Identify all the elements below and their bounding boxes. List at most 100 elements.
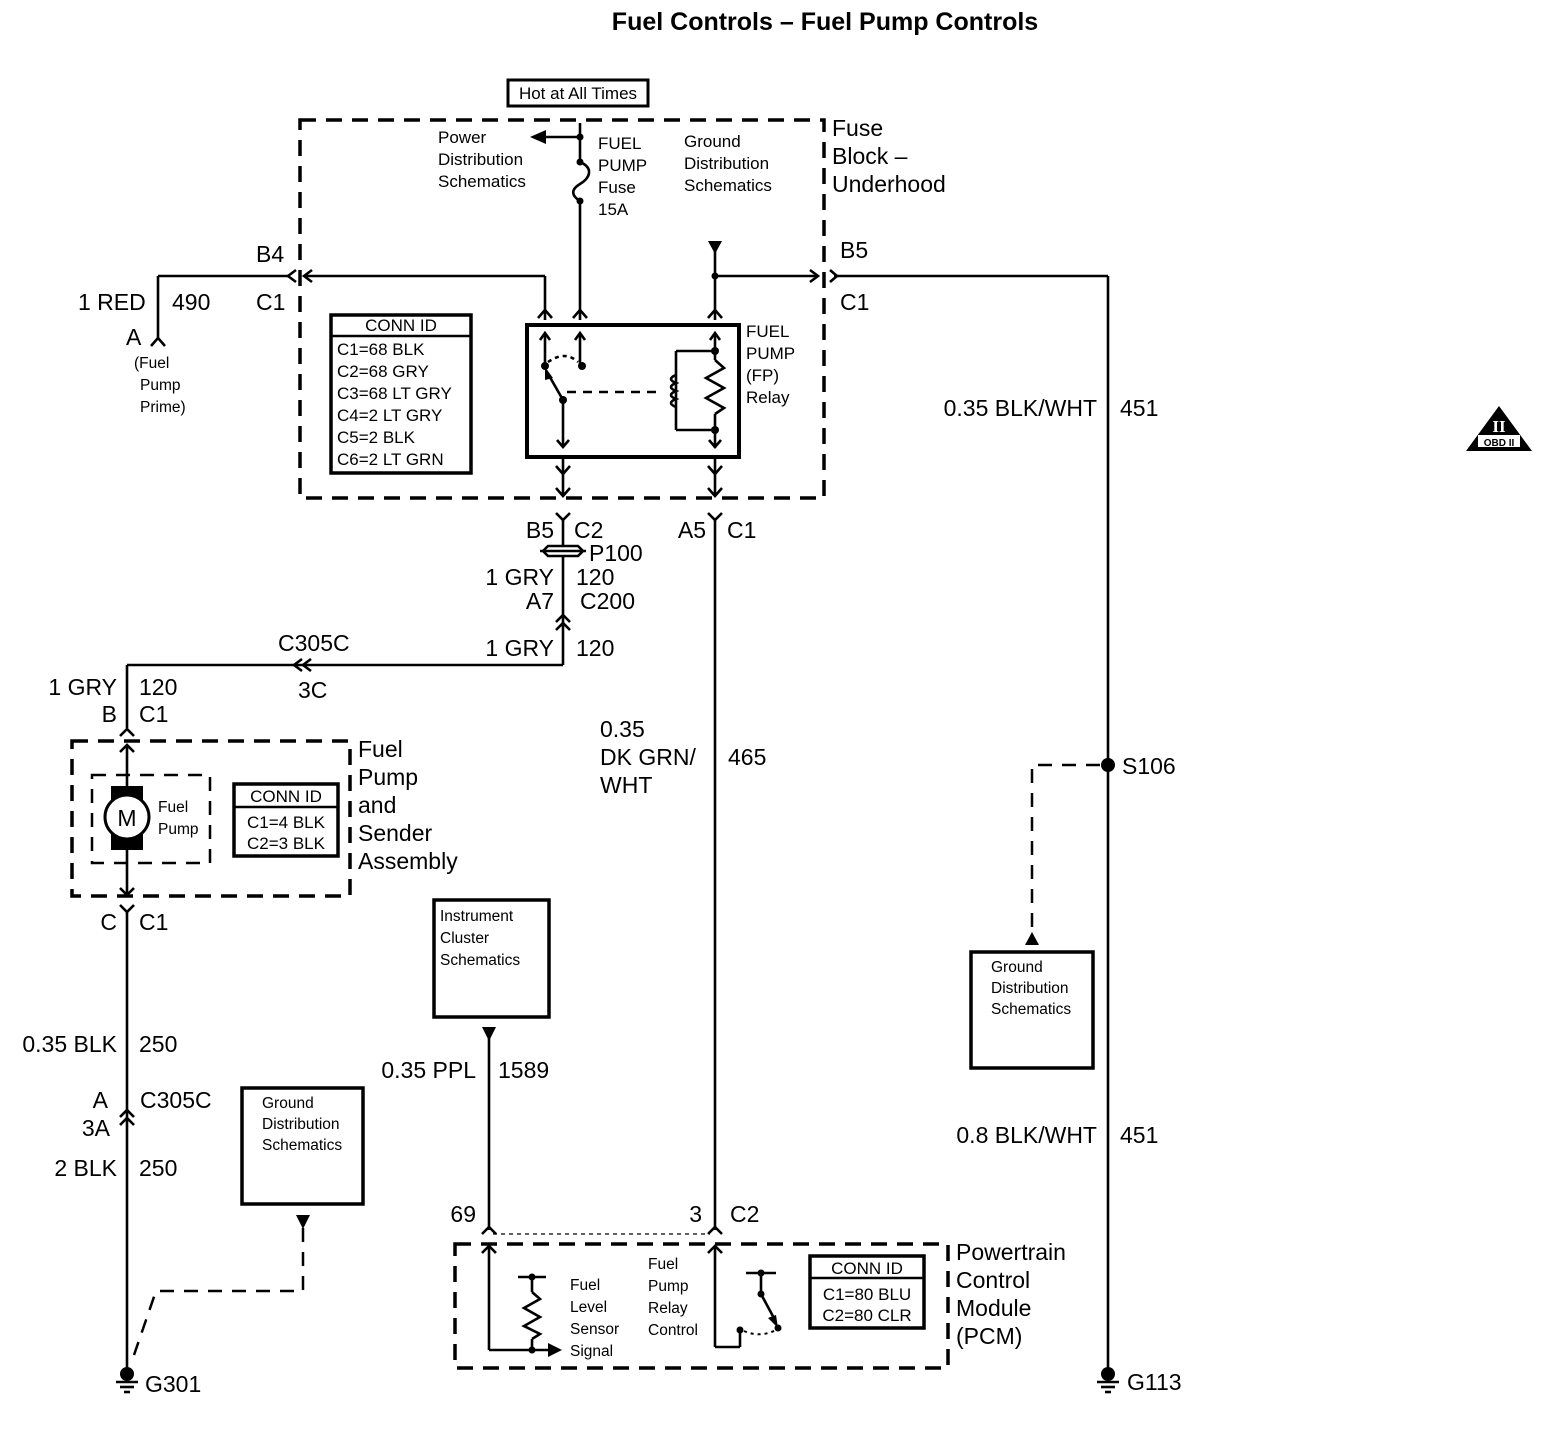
svg-text:Pump: Pump bbox=[648, 1278, 689, 1295]
relay-ctrl-conn-c1: C1 bbox=[727, 517, 756, 543]
svg-text:Block –: Block – bbox=[832, 143, 908, 169]
svg-text:(FP): (FP) bbox=[746, 366, 779, 385]
svg-text:Sensor: Sensor bbox=[570, 1321, 619, 1338]
ground-wire-upper: 0.35 BLK/WHT bbox=[944, 395, 1097, 421]
svg-text:C1=4 BLK: C1=4 BLK bbox=[247, 813, 326, 832]
instrument-cluster-ref[interactable]: Instrument Cluster Schematics bbox=[432, 898, 551, 1019]
level-signal-circuit: 1589 bbox=[498, 1057, 549, 1083]
fuse-block-name: Fuse Block – Underhood bbox=[832, 115, 946, 197]
fuel-pump-motor-icon: M bbox=[103, 786, 151, 850]
svg-text:CONN ID: CONN ID bbox=[250, 787, 322, 806]
svg-text:Ground: Ground bbox=[262, 1095, 314, 1112]
svg-text:Schematics: Schematics bbox=[991, 1001, 1071, 1018]
svg-text:Sender: Sender bbox=[358, 820, 433, 846]
svg-text:Schematics: Schematics bbox=[262, 1137, 342, 1154]
pump-conn-c1-lower: C1 bbox=[139, 909, 168, 935]
relay-ctrl-wire: 0.35 DK GRN/ WHT bbox=[600, 716, 696, 798]
relay-ctrl-pin-a5: A5 bbox=[678, 517, 706, 543]
pcm-conn-id-table: CONN ID C1=80 BLU C2=80 CLR bbox=[808, 1254, 926, 1330]
pump-assembly-name: Fuel Pump and Sender Assembly bbox=[358, 736, 458, 874]
svg-text:Control: Control bbox=[956, 1267, 1030, 1293]
ground-ref-arrow-icon bbox=[1025, 932, 1039, 945]
pcm-pin-69: 69 bbox=[450, 1201, 476, 1227]
svg-text:Distribution: Distribution bbox=[684, 154, 769, 173]
fuse-block-boundary bbox=[298, 118, 826, 500]
power-distribution-ref[interactable]: Power Distribution Schematics bbox=[438, 128, 526, 191]
svg-text:(PCM): (PCM) bbox=[956, 1323, 1022, 1349]
pump-assembly-boundary bbox=[70, 739, 352, 898]
svg-text:C4=2 LT GRY: C4=2 LT GRY bbox=[337, 406, 442, 425]
ground-g113-icon bbox=[1097, 1367, 1119, 1394]
feed-pin-a7: A7 bbox=[526, 588, 554, 614]
pcm-pin-3: 3 bbox=[689, 1201, 702, 1227]
svg-text:WHT: WHT bbox=[600, 772, 652, 798]
relay-control-label: Fuel Pump Relay Control bbox=[648, 1256, 698, 1339]
fuel-pump-label: Fuel Pump bbox=[158, 799, 199, 838]
fuel-pump-prime-label: (Fuel Pump Prime) bbox=[134, 355, 186, 416]
svg-text:C1=80 BLU: C1=80 BLU bbox=[823, 1285, 911, 1304]
ground-out-connector: C1 bbox=[840, 289, 869, 315]
feed-conn-c200: C200 bbox=[580, 588, 635, 614]
svg-text:Fuel: Fuel bbox=[648, 1256, 678, 1273]
feed-circuit-3: 120 bbox=[139, 674, 177, 700]
pump-ground-pin-a: A bbox=[93, 1087, 109, 1113]
feed-circuit-1: 120 bbox=[576, 564, 614, 590]
svg-text:Signal: Signal bbox=[570, 1343, 613, 1360]
arrow-left-icon bbox=[530, 130, 546, 144]
level-signal-wire: 0.35 PPL bbox=[381, 1057, 476, 1083]
svg-text:and: and bbox=[358, 792, 396, 818]
svg-text:Cluster: Cluster bbox=[440, 930, 489, 947]
ground-distribution-ref-right[interactable]: Ground Distribution Schematics bbox=[969, 950, 1095, 1070]
signal-arrow-icon bbox=[548, 1343, 562, 1357]
svg-text:Schematics: Schematics bbox=[440, 952, 520, 969]
svg-text:II: II bbox=[1492, 417, 1506, 436]
fuse-icon bbox=[571, 158, 591, 205]
prime-pin: B4 bbox=[256, 241, 284, 267]
svg-text:Level: Level bbox=[570, 1299, 607, 1316]
svg-text:Module: Module bbox=[956, 1295, 1031, 1321]
pump-ground-wire-2: 2 BLK bbox=[54, 1155, 117, 1181]
feed-wire-3: 1 GRY bbox=[48, 674, 117, 700]
svg-text:Pump: Pump bbox=[158, 821, 199, 838]
svg-text:Distribution: Distribution bbox=[262, 1116, 340, 1133]
ground-g113-label: G113 bbox=[1127, 1369, 1182, 1395]
svg-text:Fuel: Fuel bbox=[570, 1277, 600, 1294]
svg-text:Fuel: Fuel bbox=[358, 736, 403, 762]
ground-g301-label: G301 bbox=[145, 1371, 201, 1397]
svg-text:DK GRN/: DK GRN/ bbox=[600, 744, 696, 770]
inline-pin-3c: 3C bbox=[298, 677, 327, 703]
svg-text:0.35: 0.35 bbox=[600, 716, 645, 742]
feed-conn-c2: C2 bbox=[574, 517, 603, 543]
feed-wire-2: 1 GRY bbox=[485, 635, 554, 661]
pump-pin-c: C bbox=[100, 909, 117, 935]
pump-pin-b: B bbox=[102, 701, 117, 727]
ground-distribution-ref-top[interactable]: Ground Distribution Schematics bbox=[684, 132, 772, 195]
svg-text:Fuse: Fuse bbox=[598, 178, 636, 197]
fuel-pump-relay-label: FUEL PUMP (FP) Relay bbox=[746, 322, 795, 407]
svg-text:FUEL: FUEL bbox=[598, 134, 641, 153]
svg-text:Assembly: Assembly bbox=[358, 848, 458, 874]
ground-ref-arrow-icon bbox=[296, 1215, 310, 1229]
splice-pack-p100-label: P100 bbox=[589, 540, 643, 566]
svg-text:Underhood: Underhood bbox=[832, 171, 946, 197]
ground-ref-arrow-icon bbox=[708, 241, 722, 254]
fuel-level-sensor-icon bbox=[518, 1273, 546, 1354]
feed-circuit-2: 120 bbox=[576, 635, 614, 661]
svg-text:Fuse: Fuse bbox=[832, 115, 883, 141]
fuel-pump-fuse-label: FUEL PUMP Fuse 15A bbox=[598, 134, 647, 219]
svg-text:Hot at All Times: Hot at All Times bbox=[519, 84, 637, 103]
svg-text:CONN ID: CONN ID bbox=[831, 1259, 903, 1278]
splice-pack-p100-icon bbox=[540, 544, 586, 558]
svg-text:PUMP: PUMP bbox=[598, 156, 647, 175]
svg-text:Distribution: Distribution bbox=[991, 980, 1069, 997]
svg-text:Control: Control bbox=[648, 1322, 698, 1339]
pump-ground-pin-3a: 3A bbox=[82, 1115, 111, 1141]
svg-text:Relay: Relay bbox=[648, 1300, 688, 1317]
svg-text:Ground: Ground bbox=[991, 959, 1043, 976]
svg-text:Pump: Pump bbox=[140, 377, 181, 394]
obd-ii-badge-icon: II OBD II bbox=[1466, 406, 1532, 451]
svg-text:Power: Power bbox=[438, 128, 487, 147]
ground-distribution-ref-left[interactable]: Ground Distribution Schematics bbox=[240, 1086, 365, 1206]
svg-text:C2=3 BLK: C2=3 BLK bbox=[247, 834, 326, 853]
